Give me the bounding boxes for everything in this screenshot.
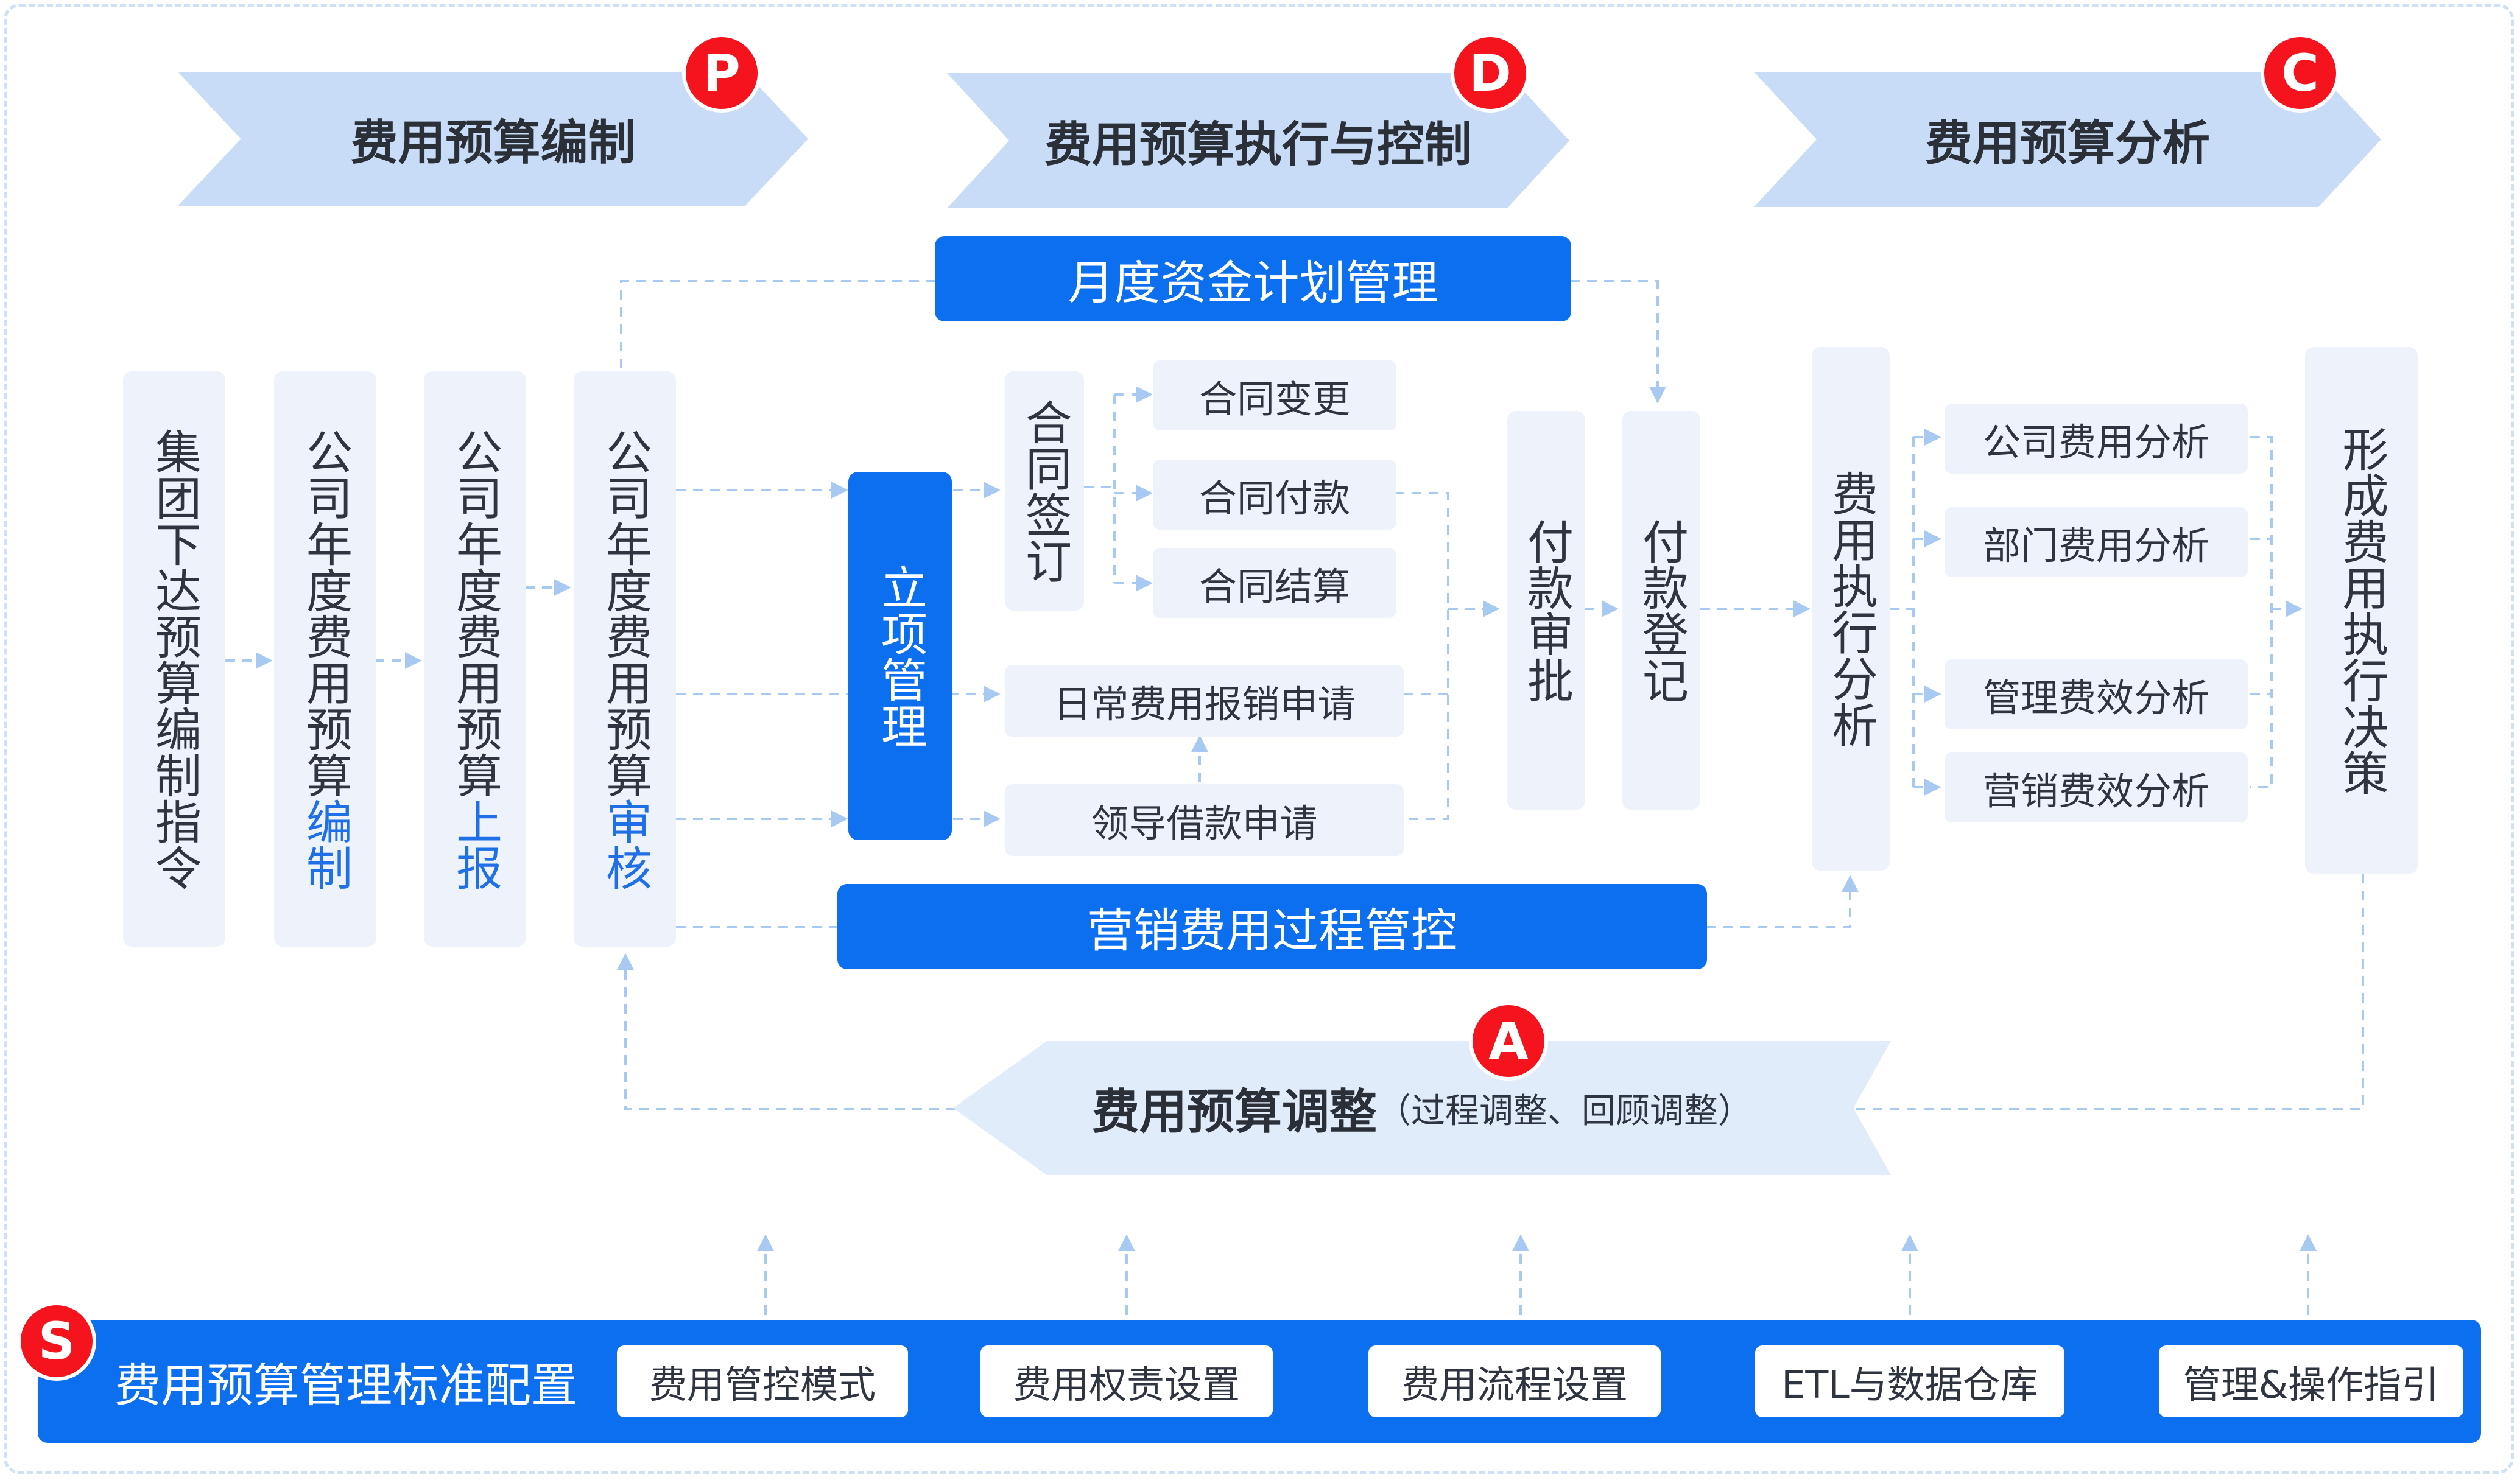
company-expense-analysis-text: 公司费用分析	[1982, 419, 2209, 465]
leader-loan-request: 领导借款申请	[1005, 784, 1404, 856]
phase-d-label: 费用预算执行与控制	[1044, 117, 1472, 172]
phase-p-badge: P	[682, 33, 761, 113]
plan-box-prepare: 公司年度费用预算编制	[274, 371, 376, 947]
contract-change: 合同变更	[1153, 360, 1396, 430]
plan-box-audit: 公司年度费用预算审核	[574, 371, 676, 947]
config-item-control-mode-text: 费用管控模式	[649, 1363, 876, 1407]
payment-approval: 付款审批	[1507, 411, 1585, 810]
plan-box-submit-highlight: 上报	[448, 798, 502, 891]
plan-box-audit-text: 公司年度费用预算	[598, 427, 652, 798]
mgmt-efficiency-analysis-text: 管理费效分析	[1982, 675, 2209, 720]
dashed-frame	[4, 4, 2514, 1474]
dept-expense-analysis: 部门费用分析	[1945, 507, 2248, 577]
config-item-process: 费用流程设置	[1368, 1345, 1661, 1417]
contract-change-text: 合同变更	[1198, 376, 1350, 421]
daily-expense-claim-text: 日常费用报销申请	[1053, 682, 1356, 726]
plan-box-prepare-highlight: 编制	[298, 798, 353, 891]
config-item-guide: 管理&操作指引	[2159, 1345, 2463, 1417]
plan-box-submit: 公司年度费用预算上报	[424, 371, 526, 947]
payment-register-text: 付款登记	[1635, 517, 1689, 703]
line-pay-collector	[1395, 492, 1449, 820]
arrow-adjust-audit	[617, 953, 956, 1110]
arrow-monthly-register	[1570, 280, 1666, 404]
budget-adjust-note: （过程调整、回顾调整）	[1377, 1091, 1752, 1131]
mgmt-efficiency-analysis: 管理费效分析	[1945, 659, 2248, 729]
project-management-text: 立项管理	[873, 563, 927, 749]
leader-loan-request-text: 领导借款申请	[1091, 801, 1318, 846]
line-audit-monthly	[620, 280, 935, 368]
company-expense-analysis: 公司费用分析	[1945, 404, 2248, 474]
marketing-efficiency-analysis: 营销费效分析	[1945, 752, 2248, 822]
budget-adjust-title: 费用预算调整	[1091, 1085, 1377, 1140]
phase-p-label: 费用预算编制	[350, 116, 636, 170]
plan-box-prepare-text: 公司年度费用预算	[298, 427, 353, 798]
execution-decision-text: 形成费用执行决策	[2334, 425, 2389, 796]
arrow-marketing-analysis	[1706, 875, 1859, 928]
payment-approval-text: 付款审批	[1519, 517, 1574, 703]
contract-payment: 合同付款	[1153, 460, 1396, 530]
plan-box-submit-text: 公司年度费用预算	[448, 427, 502, 798]
contract-sign-text: 合同签订	[1018, 398, 1072, 584]
contract-sign: 合同签订	[1005, 371, 1084, 611]
config-item-control-mode: 费用管控模式	[617, 1345, 908, 1417]
contract-settlement: 合同结算	[1153, 548, 1396, 618]
adjust-badge: A	[1469, 1001, 1548, 1081]
expense-execution-analysis: 费用执行分析	[1812, 347, 1890, 871]
expense-execution-analysis-text: 费用执行分析	[1824, 470, 1878, 748]
dept-expense-analysis-text: 部门费用分析	[1982, 523, 2209, 568]
contract-payment-text: 合同付款	[1198, 475, 1350, 521]
budget-adjust-chevron: 费用预算调整（过程调整、回顾调整）	[953, 1041, 1891, 1175]
plan-box-directive-text: 集团下达预算编制指令	[147, 427, 202, 891]
config-item-authority: 费用权责设置	[980, 1345, 1273, 1417]
contract-settlement-text: 合同结算	[1198, 564, 1350, 609]
config-item-authority-text: 费用权责设置	[1013, 1363, 1240, 1407]
phase-c-badge: C	[2261, 33, 2340, 113]
monthly-fund-plan: 月度资金计划管理	[935, 236, 1571, 321]
monthly-fund-plan-text: 月度资金计划管理	[1068, 256, 1438, 310]
standard-config-title: 费用预算管理标准配置	[114, 1358, 577, 1412]
execution-decision: 形成费用执行决策	[2305, 347, 2418, 874]
phase-c-label: 费用预算分析	[1924, 116, 2210, 171]
config-item-guide-text: 管理&操作指引	[2183, 1363, 2440, 1407]
plan-box-audit-highlight: 审核	[598, 798, 652, 891]
plan-box-directive: 集团下达预算编制指令	[123, 371, 225, 947]
daily-expense-claim: 日常费用报销申请	[1005, 665, 1404, 737]
standard-badge: S	[17, 1302, 96, 1381]
config-item-etl-text: ETL与数据仓库	[1781, 1363, 2038, 1407]
project-management: 立项管理	[848, 472, 952, 840]
config-item-process-text: 费用流程设置	[1401, 1363, 1628, 1407]
line-to-decision	[2250, 436, 2273, 788]
marketing-process-control: 营销费用过程管控	[837, 884, 1707, 969]
phase-d-badge: D	[1451, 33, 1530, 113]
config-item-etl: ETL与数据仓库	[1755, 1345, 2064, 1417]
payment-register: 付款登记	[1622, 411, 1700, 810]
marketing-process-control-text: 营销费用过程管控	[1087, 903, 1457, 958]
line-decision-adjust	[1801, 874, 2364, 1118]
marketing-efficiency-analysis-text: 营销费效分析	[1982, 768, 2209, 813]
